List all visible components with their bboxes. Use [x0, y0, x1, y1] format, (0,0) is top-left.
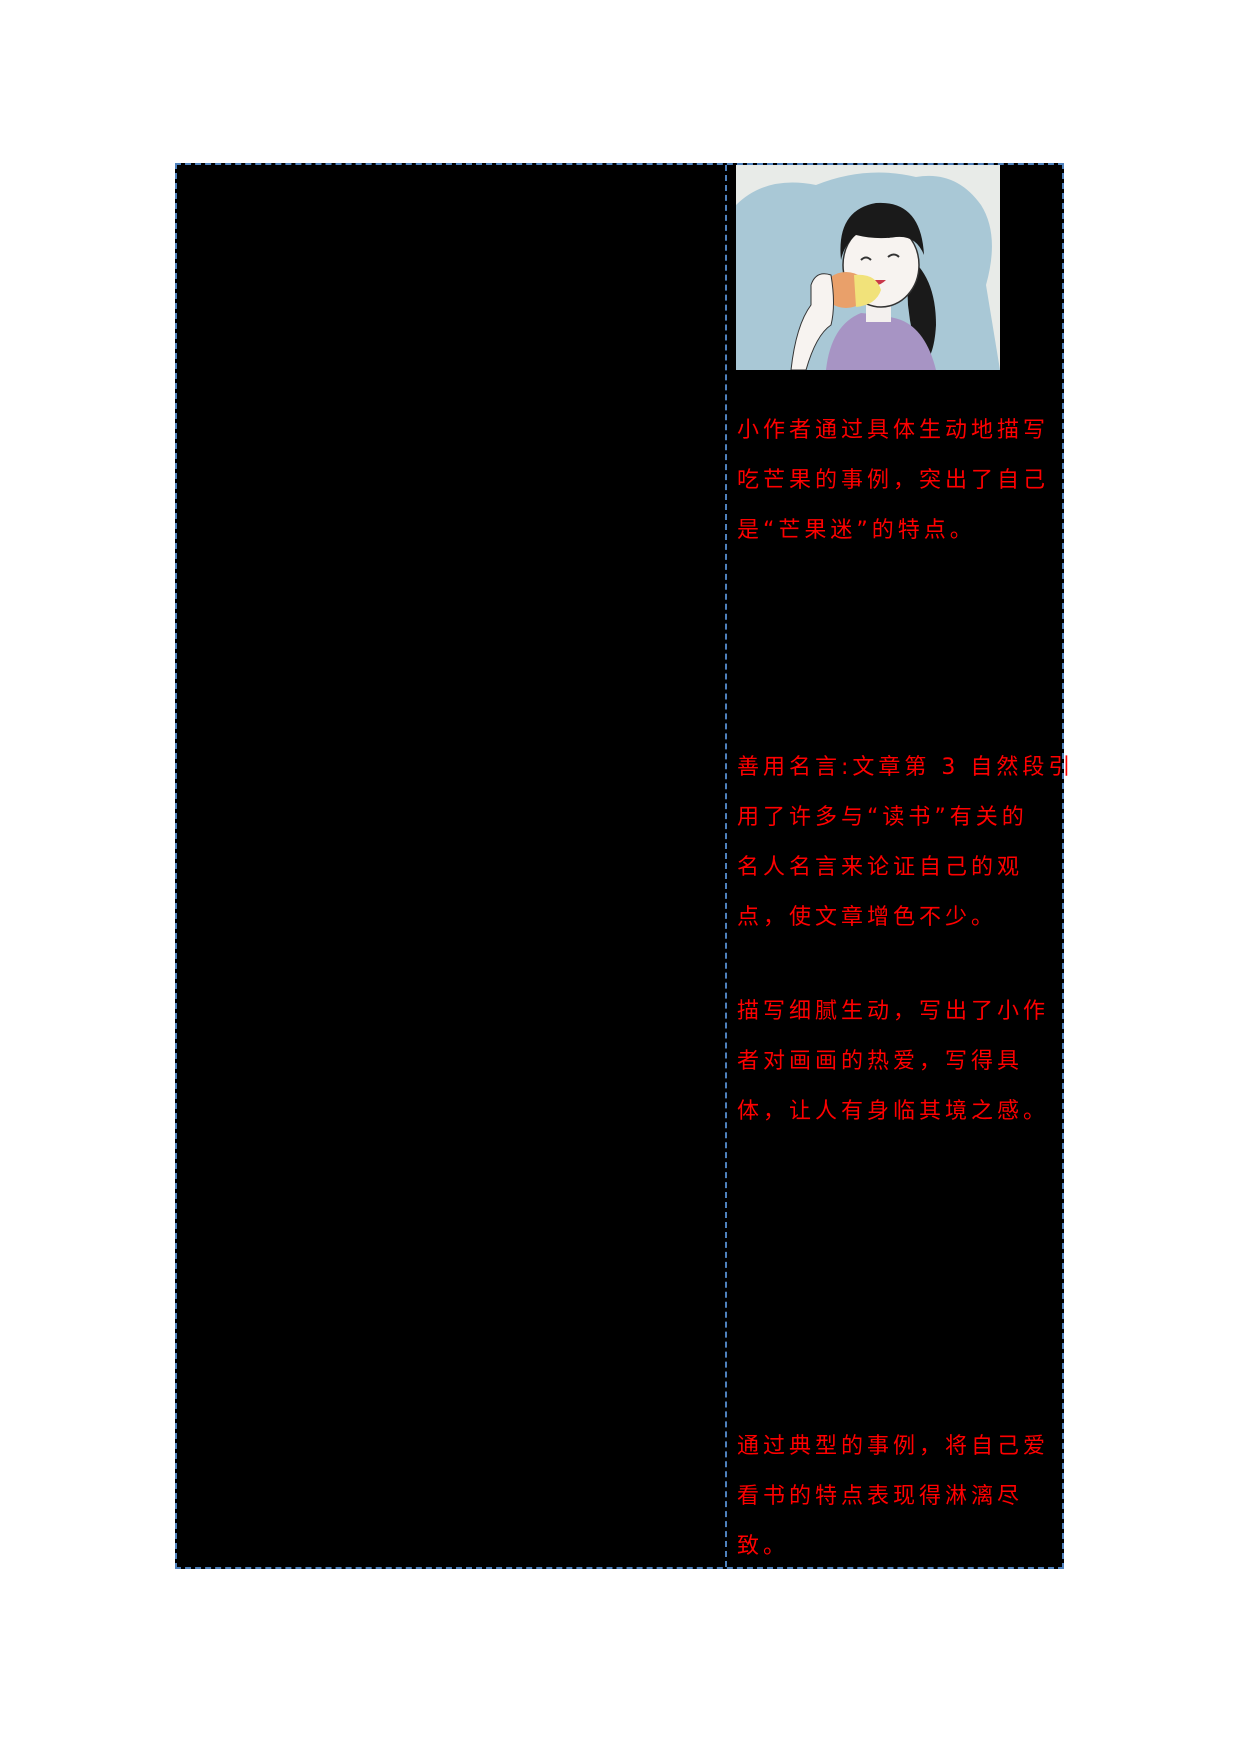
annotation-mango-fan: 小作者通过具体生动地描写 吃芒果的事例，突出了自己 是“芒果迷”的特点。	[737, 406, 1053, 556]
annotation-line: 小作者通过具体生动地描写	[737, 418, 1050, 443]
annotation-line: 体，让人有身临其境之感。	[737, 1099, 1050, 1124]
annotation-famous-quotes: 善用名言:文章第 3 自然段引 用了许多与“读书”有关的 名人名言来论证自己的观…	[737, 743, 1075, 943]
annotation-line: 点，使文章增色不少。	[737, 905, 998, 930]
annotation-line: 善用名言:文章第 3 自然段引	[737, 755, 1075, 780]
annotation-line: 看书的特点表现得淋漓尽	[737, 1484, 1024, 1509]
girl-eating-mango-illustration	[736, 165, 1000, 370]
redacted-essay-column	[177, 165, 725, 1567]
column-divider	[725, 165, 727, 1567]
annotation-line: 用了许多与“读书”有关的	[737, 805, 1028, 830]
annotation-line: 者对画画的热爱，写得具	[737, 1049, 1024, 1074]
annotation-table: 小作者通过具体生动地描写 吃芒果的事例，突出了自己 是“芒果迷”的特点。 善用名…	[175, 163, 1075, 1572]
annotation-line: 通过典型的事例，将自己爱	[737, 1434, 1050, 1459]
annotation-love-reading: 通过典型的事例，将自己爱 看书的特点表现得淋漓尽 致。	[737, 1422, 1053, 1572]
annotation-line: 是“芒果迷”的特点。	[737, 518, 976, 543]
annotation-line: 名人名言来论证自己的观	[737, 855, 1024, 880]
annotation-drawing-passion: 描写细腻生动，写出了小作 者对画画的热爱，写得具 体，让人有身临其境之感。	[737, 987, 1053, 1137]
annotation-line: 致。	[737, 1534, 790, 1559]
annotation-line: 吃芒果的事例，突出了自己	[737, 468, 1050, 493]
annotation-line: 描写细腻生动，写出了小作	[737, 999, 1050, 1024]
